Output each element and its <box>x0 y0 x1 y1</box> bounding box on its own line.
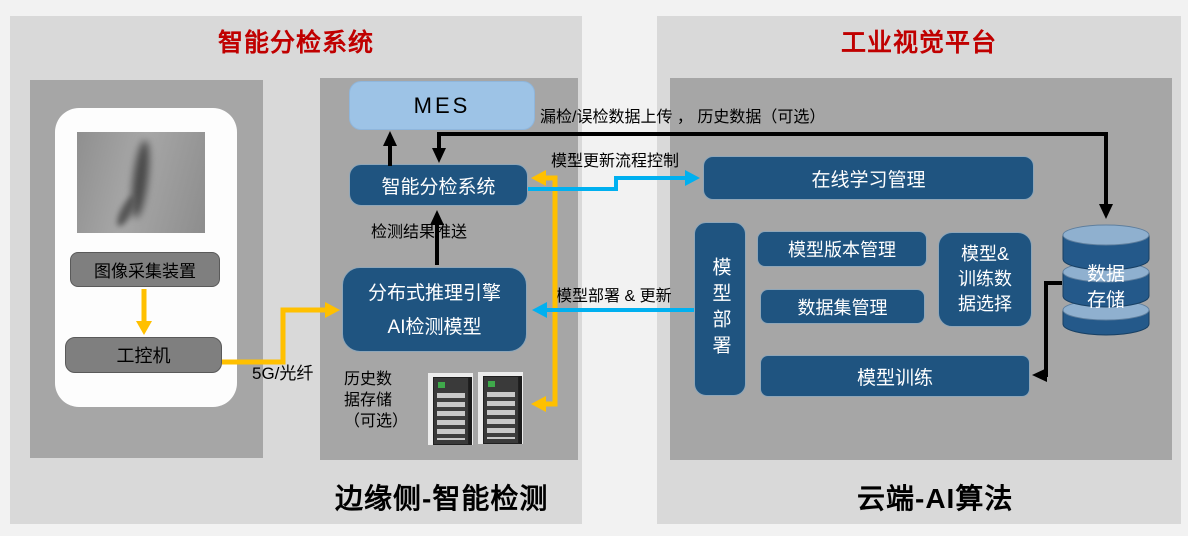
online-learning-label: 在线学习管理 <box>811 169 926 191</box>
model-deploy-label: 模型部署 <box>709 257 731 361</box>
select-line3: 据选择 <box>958 294 1012 314</box>
inference-engine-box: 分布式推理引擎 AI检测模型 <box>342 267 527 352</box>
link-5g-label: 5G/光纤 <box>252 364 314 383</box>
push-result-label: 检测结果推送 <box>371 224 468 241</box>
model-data-select-box: 模型& 训练数 据选择 <box>938 232 1032 327</box>
model-deploy-box: 模型部署 <box>694 222 746 396</box>
capture-device-box: 图像采集装置 <box>70 252 220 287</box>
edge-section-title: 智能分检系统 <box>217 29 374 57</box>
select-line1: 模型& <box>960 244 1009 264</box>
server-led-2 <box>487 381 495 387</box>
update-control-label: 模型更新流程控制 <box>551 153 680 170</box>
sorting-system-box: 智能分检系统 <box>349 164 528 206</box>
industrial-pc-label: 工控机 <box>116 346 171 366</box>
dataset-mgmt-label: 数据集管理 <box>797 297 888 318</box>
upload-flow-label: 漏检/误检数据上传 ， 历史数据（可选） <box>540 109 826 126</box>
model-version-label: 模型版本管理 <box>788 240 896 260</box>
engine-line1: 分布式推理引擎 <box>367 283 501 304</box>
edge-caption: 边缘侧-智能检测 <box>335 483 549 514</box>
server-slats <box>436 393 465 440</box>
deploy-update-label: 模型部署 & 更新 <box>556 288 672 305</box>
mes-box: MES <box>349 81 535 130</box>
industrial-pc-box: 工控机 <box>65 337 222 373</box>
database-segment-top <box>1062 224 1150 271</box>
cloud-section-title: 工业视觉平台 <box>840 29 997 57</box>
server-slats-2 <box>486 392 515 439</box>
history-storage-label: 历史数 据存储 （可选） <box>344 371 409 430</box>
database-icon <box>1062 224 1150 336</box>
mes-label: MES <box>413 92 471 118</box>
dataset-mgmt-box: 数据集管理 <box>760 289 925 324</box>
capture-device-label: 图像采集装置 <box>94 262 196 281</box>
model-training-box: 模型训练 <box>760 355 1030 397</box>
server-icon <box>428 373 473 445</box>
data-storage-label: 数据 存储 <box>1086 264 1125 311</box>
select-line2: 训练数 <box>958 269 1012 289</box>
server-led <box>437 382 445 388</box>
model-training-label: 模型训练 <box>856 367 933 389</box>
sorting-system-label: 智能分检系统 <box>381 176 496 198</box>
online-learning-box: 在线学习管理 <box>703 156 1034 200</box>
server-icon-2 <box>478 372 523 444</box>
model-version-box: 模型版本管理 <box>757 231 927 267</box>
server-tower-icon-2 <box>482 376 519 444</box>
server-tower-icon <box>432 377 469 445</box>
engine-line2: AI检测模型 <box>387 317 482 338</box>
defect-sample-image <box>77 132 205 233</box>
cloud-caption: 云端-AI算法 <box>857 483 1014 514</box>
